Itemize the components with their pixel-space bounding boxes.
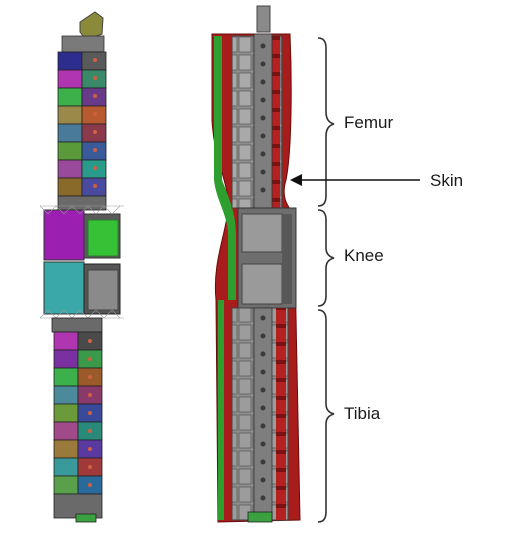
tibia-joint-markers [88, 339, 92, 487]
tibia-segments [51, 317, 103, 523]
femur-segments [57, 35, 107, 211]
label-femur: Femur [344, 113, 394, 132]
top-bracket [79, 11, 104, 41]
knee-upper-block [241, 213, 283, 253]
femur-red-teeth [270, 36, 280, 208]
skin-inner-green [214, 36, 236, 520]
knee-blocks [43, 209, 121, 315]
skin-arrow [290, 174, 420, 186]
right-section-view [211, 5, 301, 523]
label-tibia: Tibia [344, 404, 381, 423]
tibia-spine [253, 307, 273, 521]
tibia-brace [317, 309, 335, 523]
knee-brace [317, 209, 335, 307]
femur-joint-markers [93, 58, 97, 188]
femur-spine-pins [260, 43, 266, 193]
tibia-spine-pins [260, 315, 266, 501]
tibia-red-teeth [276, 308, 286, 520]
femur-brace [317, 37, 335, 207]
top-mount [256, 5, 271, 33]
knee-lower-block [241, 263, 283, 305]
knee-side-plate [282, 214, 292, 304]
foot-pad [247, 511, 273, 523]
label-knee: Knee [344, 246, 384, 265]
brace-group [317, 37, 335, 523]
femur-spine [253, 33, 273, 211]
left-colored-leg-model [39, 11, 124, 523]
label-skin: Skin [430, 171, 464, 190]
knee-wire-mesh [39, 205, 124, 319]
